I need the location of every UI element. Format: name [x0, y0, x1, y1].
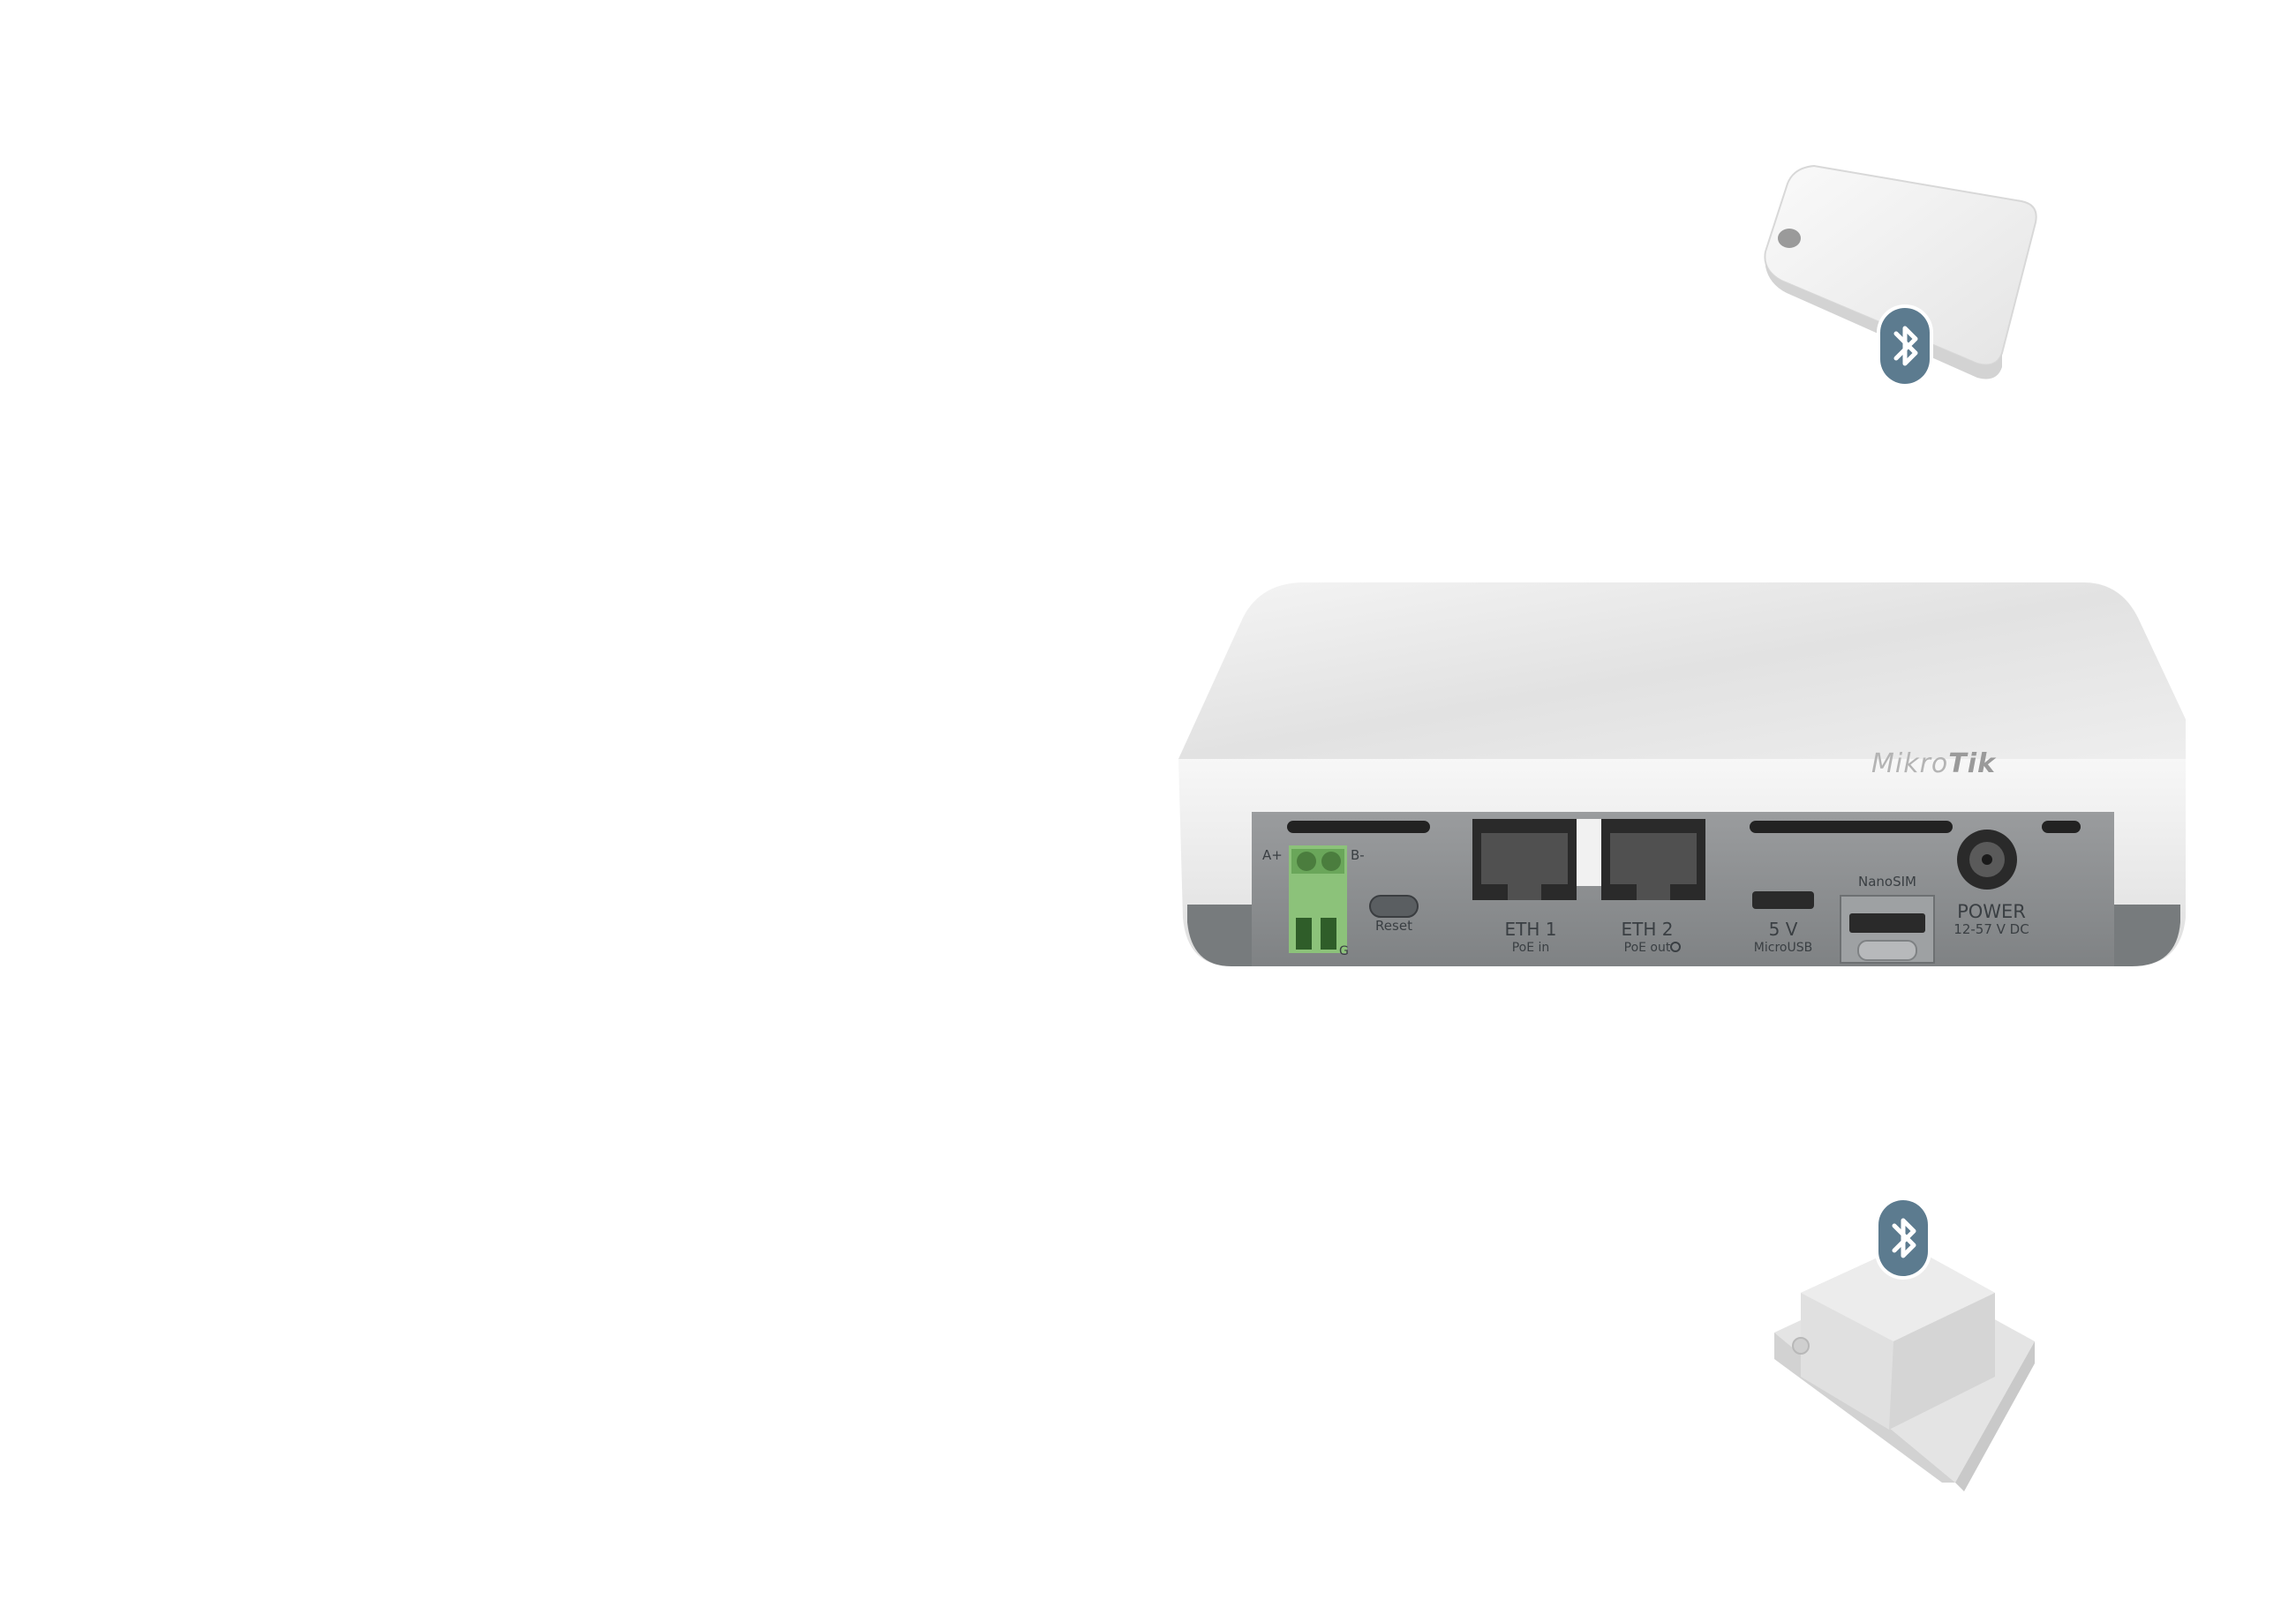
bluetooth-badge-top	[1877, 304, 1933, 387]
eth1-label: ETH 1	[1505, 919, 1557, 940]
power-jack[interactable]	[1957, 830, 2017, 890]
brand-logo: MikroTik	[1871, 748, 1997, 779]
router: MikroTik A+ B- G Reset ETH 1 PoE in	[1178, 582, 2186, 966]
usb-label: 5 V	[1769, 919, 1798, 940]
vent-slot-right	[1750, 821, 1953, 833]
bluetooth-icon	[1893, 326, 1918, 366]
sim-label: NanoSIM	[1858, 874, 1916, 890]
power-sub-label: 12-57 V DC	[1953, 921, 2029, 937]
usb-sub-label: MicroUSB	[1754, 941, 1812, 955]
port-divider	[1577, 819, 1601, 886]
terminal-block	[1289, 845, 1347, 953]
bluetooth-icon	[1892, 1218, 1916, 1258]
microusb-port[interactable]	[1752, 891, 1814, 909]
rs485-a-label: A+	[1262, 847, 1283, 863]
vent-slot-small	[2042, 821, 2081, 833]
tag-hole	[1778, 229, 1801, 248]
sensor-mount-hole	[1792, 1337, 1810, 1355]
eth1-sub-label: PoE in	[1512, 941, 1550, 955]
eth1-port[interactable]	[1472, 819, 1577, 900]
rs485-b-label: B-	[1351, 847, 1365, 863]
reset-label: Reset	[1375, 918, 1412, 934]
eth2-port[interactable]	[1601, 819, 1705, 900]
eth2-label: ETH 2	[1622, 919, 1674, 940]
eth2-sub-label: PoE out	[1624, 941, 1671, 955]
power-label: POWER	[1957, 901, 2026, 922]
sim-slot[interactable]	[1840, 895, 1935, 964]
bluetooth-sensor	[1774, 1244, 2035, 1491]
rs485-gnd-label: G	[1339, 944, 1349, 958]
bluetooth-tag	[1764, 164, 2037, 379]
reset-button[interactable]	[1369, 895, 1419, 918]
bluetooth-badge-bottom	[1875, 1197, 1931, 1280]
poe-out-icon	[1670, 942, 1681, 952]
vent-slot-left	[1287, 821, 1430, 833]
